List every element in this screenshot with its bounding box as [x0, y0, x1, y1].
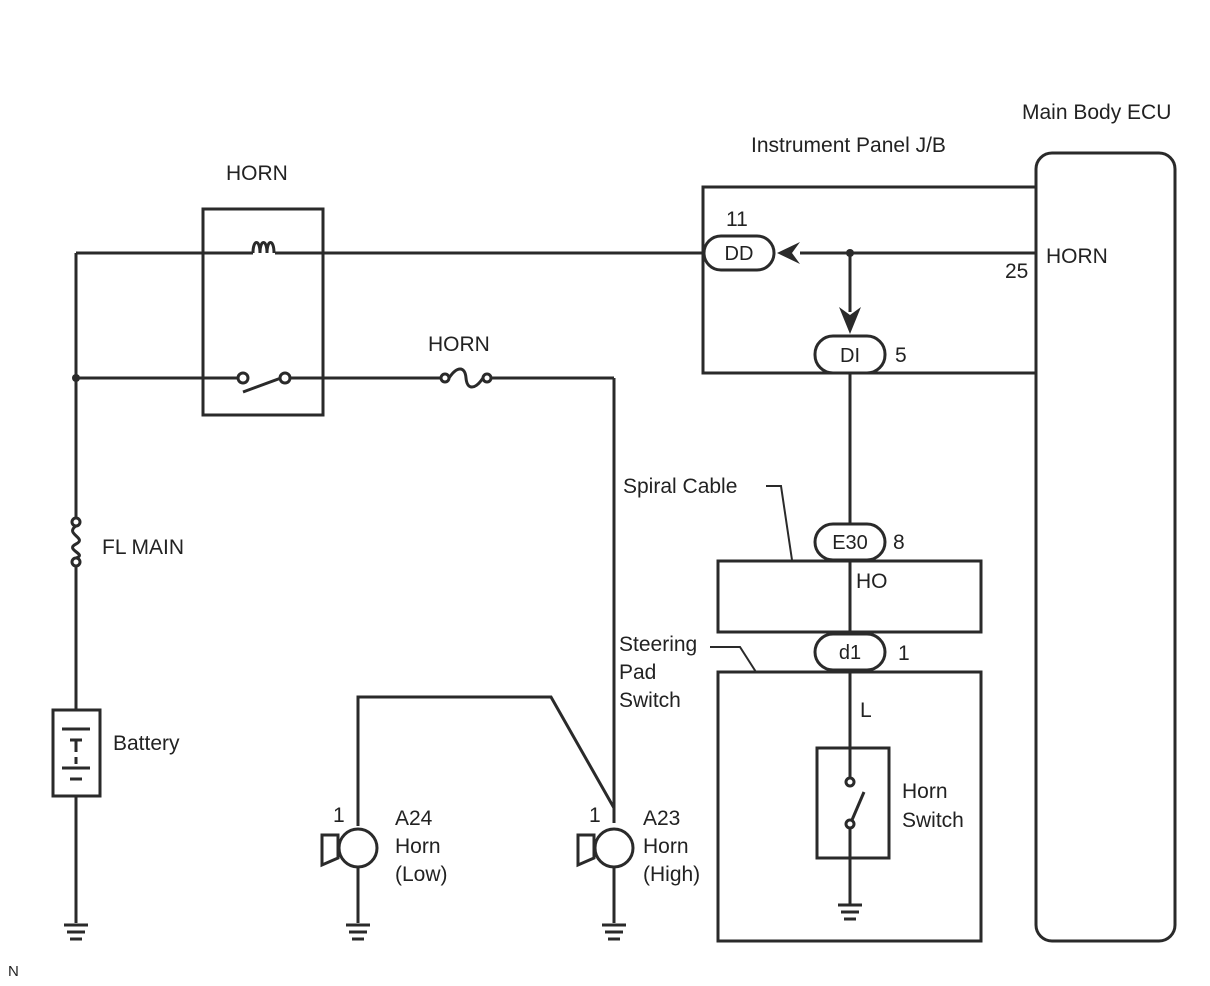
horn-fuse: HORN: [428, 333, 493, 389]
ground-symbols: [64, 903, 862, 941]
connector-dd: DD 11: [702, 208, 800, 272]
connector-di-pin: 5: [895, 344, 907, 367]
connector-di: DI 5: [813, 307, 907, 375]
steering-pad-switch-label-line3: Switch: [619, 689, 681, 712]
connector-d1-code: d1: [839, 642, 861, 664]
battery-label: Battery: [113, 732, 180, 755]
horn-switch-label-line1: Horn: [902, 780, 948, 803]
horn-fuse-label: HORN: [428, 333, 490, 356]
ecu-horn-terminal-label: HORN: [1046, 245, 1108, 268]
horn-a24-low: 1 A24 Horn (Low): [320, 804, 448, 886]
horn-a23-high: 1 A23 Horn (High): [576, 804, 700, 886]
main-body-ecu-label: Main Body ECU: [1022, 101, 1171, 124]
spiral-cable: HO Spiral Cable: [623, 475, 983, 634]
switch-l-label: L: [860, 699, 872, 722]
arrow-left-icon: [777, 242, 800, 264]
connector-dd-code: DD: [725, 243, 754, 265]
horn-icon: [320, 833, 340, 868]
connector-e30-pin: 8: [893, 531, 905, 554]
horn-low-pin: 1: [333, 804, 345, 827]
ground-icon: [64, 923, 88, 941]
junction-dots: [72, 249, 854, 382]
ground-icon: [346, 923, 370, 941]
main-body-ecu: Main Body ECU HORN 25: [1005, 101, 1177, 943]
connector-d1: d1 1: [813, 632, 910, 672]
battery: Battery: [51, 708, 180, 798]
connector-di-code: DI: [840, 345, 860, 367]
instrument-panel-jb-label: Instrument Panel J/B: [751, 134, 946, 157]
ground-icon: [838, 903, 862, 921]
horn-relay-label: HORN: [226, 162, 288, 185]
horn-switch-label-line2: Switch: [902, 809, 964, 832]
horn-switch: Horn Switch: [815, 746, 964, 860]
relay-coil-icon: [251, 241, 276, 254]
horn-low-label-line3: (Low): [395, 863, 448, 886]
horn-high-code: A23: [643, 807, 680, 830]
ecu-terminal-pin: 25: [1005, 260, 1028, 283]
steering-pad-switch-label-line2: Pad: [619, 661, 656, 684]
horn-high-label-line3: (High): [643, 863, 700, 886]
horn-low-label-line2: Horn: [395, 835, 441, 858]
horn-low-code: A24: [395, 807, 433, 830]
horn-icon: [576, 833, 596, 868]
connector-e30: E30 8: [813, 522, 905, 562]
connector-d1-pin: 1: [898, 642, 910, 665]
corner-mark: N: [8, 963, 19, 980]
fl-main-label: FL MAIN: [102, 536, 184, 559]
connector-e30-code: E30: [832, 532, 868, 554]
ground-icon: [602, 923, 626, 941]
connector-dd-pin: 11: [726, 208, 748, 231]
spiral-cable-ho-label: HO: [856, 570, 888, 593]
relay-switch-icon: [236, 371, 292, 394]
arrow-down-icon: [839, 307, 861, 334]
horn-high-pin: 1: [589, 804, 601, 827]
fl-main-fuse: FL MAIN: [70, 516, 184, 568]
horn-high-label-line2: Horn: [643, 835, 689, 858]
steering-pad-switch-label-line1: Steering: [619, 633, 697, 656]
spiral-cable-label: Spiral Cable: [623, 475, 737, 498]
